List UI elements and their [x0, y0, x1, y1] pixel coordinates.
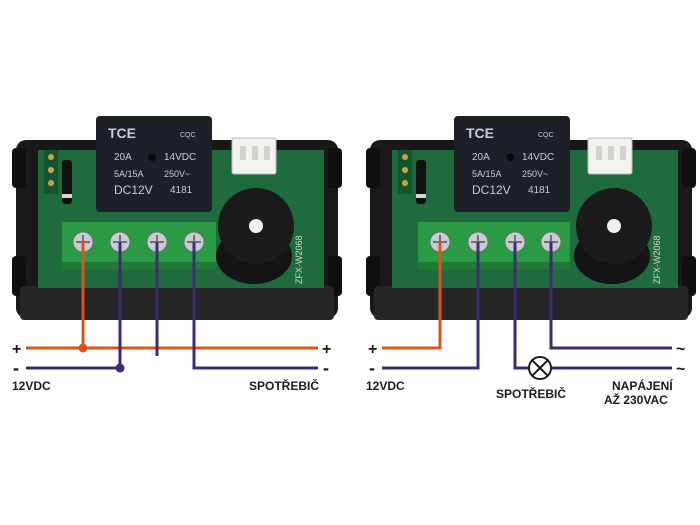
left-housing-right-clip-top	[328, 148, 342, 188]
left-junction-minus	[115, 363, 125, 373]
right-mains-label-2: AŽ 230VAC	[604, 392, 668, 407]
relay-line1-right: 14VDC	[522, 152, 554, 163]
right-wire-plus	[382, 242, 442, 350]
relay-line2-left: 5A/15A	[114, 169, 144, 179]
left-white-connector	[231, 137, 277, 175]
right-wire-minus	[382, 242, 480, 370]
relay-model: DC12V	[472, 183, 511, 197]
left-housing-front	[20, 286, 334, 320]
left-pin-header	[44, 150, 58, 194]
right-terminal-block	[418, 222, 570, 270]
right-ac-symbol-2: ~	[676, 361, 685, 378]
right-ac-symbol-1: ~	[676, 341, 685, 358]
left-supply-label: 12VDC	[12, 379, 51, 393]
relay-brand: TCE	[108, 125, 136, 141]
right-white-connector	[587, 137, 633, 175]
left-wire-load	[192, 242, 318, 370]
left-minus-label: -	[13, 358, 19, 378]
lamp-icon	[528, 356, 552, 380]
relay-code: 4181	[528, 185, 551, 196]
right-pin-header	[398, 150, 412, 194]
left-minus-right-label: -	[323, 358, 329, 378]
relay-line1-right: 14VDC	[164, 152, 196, 163]
relay-model: DC12V	[114, 183, 153, 197]
left-wires	[26, 242, 318, 370]
relay-line2-right: 250V~	[522, 169, 548, 179]
relay-cert: CQC	[180, 132, 196, 139]
right-relay: TCE CQC 20A 14VDC 5A/15A 250V~ DC12V 418…	[454, 116, 570, 212]
right-diode	[416, 160, 426, 204]
right-supply-label: 12VDC	[366, 379, 405, 393]
right-wire-term4	[549, 242, 672, 350]
relay-line1-left: 20A	[114, 152, 132, 163]
right-mains-label-1: NAPÁJENÍ	[612, 378, 673, 393]
relay-line2-right: 250V~	[164, 169, 190, 179]
relay-brand: TCE	[466, 125, 494, 141]
right-buzzer	[574, 188, 652, 284]
right-plus-label: +	[368, 341, 377, 358]
left-housing-right-clip-bottom	[328, 256, 342, 296]
left-module: TCE CQC 20A 14VDC 5A/15A 250V~ DC12V 418…	[12, 116, 342, 393]
right-wires	[382, 242, 672, 370]
left-diode	[62, 160, 72, 204]
right-minus-label: -	[369, 358, 375, 378]
relay-line2-left: 5A/15A	[472, 169, 502, 179]
right-load-label: SPOTŘEBIČ	[496, 386, 566, 401]
relay-line1-left: 20A	[472, 152, 490, 163]
left-junction-plus	[78, 343, 88, 353]
left-plus-right-label: +	[322, 341, 331, 358]
right-wire-term3	[513, 242, 528, 370]
right-board-code: ZFX-W2068	[652, 235, 662, 284]
left-relay: TCE CQC 20A 14VDC 5A/15A 250V~ DC12V 418…	[96, 116, 212, 212]
left-plus-label: +	[12, 341, 21, 358]
left-housing-bottom-clip	[12, 256, 26, 296]
right-module: TCE CQC 20A 14VDC 5A/15A 250V~ DC12V 418…	[366, 116, 696, 407]
relay-cert: CQC	[538, 132, 554, 139]
left-board-code: ZFX-W2068	[294, 235, 304, 284]
left-load-label: SPOTŘEBIČ	[249, 378, 319, 393]
left-housing-top-clip	[12, 148, 26, 188]
relay-code: 4181	[170, 185, 193, 196]
left-buzzer	[216, 188, 294, 284]
